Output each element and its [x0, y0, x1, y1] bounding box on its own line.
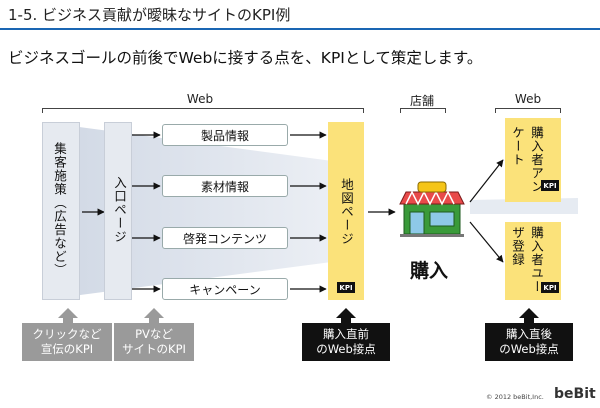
title-rule — [0, 28, 600, 30]
label-after-line2: のWeb接点 — [499, 342, 559, 356]
slide-title: 1-5. ビジネス貢献が曖昧なサイトのKPI例 — [8, 6, 291, 24]
header-store-tick — [400, 108, 401, 113]
survey-label: 購入者アンケート — [510, 126, 544, 194]
funnel-right-shape — [470, 198, 578, 214]
callout-arrow-before — [336, 308, 356, 323]
callout-arrow-after — [519, 308, 539, 323]
map-page-label: 地図ページ — [339, 178, 354, 246]
header-web-left-tick — [42, 108, 43, 113]
label-before-line1: 購入直前 — [323, 327, 369, 341]
callout-arrow-pv — [144, 308, 164, 323]
header-web-left-tick — [363, 108, 364, 113]
header-web-right-rule — [495, 108, 561, 109]
header-store-tick — [445, 108, 446, 113]
map-page-column — [328, 122, 364, 300]
header-web-right-tick — [495, 108, 496, 113]
header-store-rule — [400, 108, 446, 109]
callout-arrow-click — [58, 308, 78, 323]
label-before-line2: のWeb接点 — [316, 342, 376, 356]
funnel-shape — [42, 122, 362, 300]
label-after-purchase: 購入直後 のWeb接点 — [485, 323, 573, 361]
label-click-line2: 宣伝のKPI — [40, 342, 94, 356]
content-page-education: 啓発コンテンツ — [162, 227, 288, 249]
arrow-store-to-survey — [469, 159, 504, 203]
label-before-purchase: 購入直前 のWeb接点 — [302, 323, 390, 361]
entry-page-column — [104, 122, 132, 300]
store-icon — [399, 181, 465, 237]
purchase-label: 購入 — [410, 260, 449, 282]
acquisition-label: 集客施策（広告など） — [52, 142, 67, 277]
brand-logo: beBit — [554, 386, 596, 402]
slide-subtitle: ビジネスゴールの前後でWebに接する点を、KPIとして策定します。 — [8, 49, 483, 67]
header-web-left-rule — [42, 108, 364, 109]
header-web-left: Web — [186, 92, 214, 106]
kpi-badge-registration: KPI — [541, 282, 559, 293]
label-pv-line1: PVなど — [135, 327, 173, 341]
content-page-material: 素材情報 — [162, 175, 288, 197]
kpi-badge-survey: KPI — [541, 180, 559, 191]
header-store: 店舗 — [409, 94, 434, 108]
header-web-right-tick — [560, 108, 561, 113]
arrow-store-to-registration — [469, 221, 504, 263]
header-web-right: Web — [514, 92, 542, 106]
kpi-badge-map: KPI — [337, 282, 355, 293]
label-pv-kpi: PVなど サイトのKPI — [114, 323, 194, 361]
label-click-kpi: クリックなど 宣伝のKPI — [22, 323, 112, 361]
label-pv-line2: サイトのKPI — [122, 342, 186, 356]
registration-label: 購入者ユーザ登録 — [510, 226, 544, 294]
entry-page-label: 入口ページ — [112, 176, 127, 244]
content-page-campaign: キャンペーン — [162, 278, 288, 300]
copyright: © 2012 beBit,Inc. — [486, 393, 544, 401]
content-page-product: 製品情報 — [162, 124, 288, 146]
acquisition-column — [42, 122, 80, 300]
label-after-line1: 購入直後 — [506, 327, 552, 341]
label-click-line1: クリックなど — [32, 327, 102, 341]
